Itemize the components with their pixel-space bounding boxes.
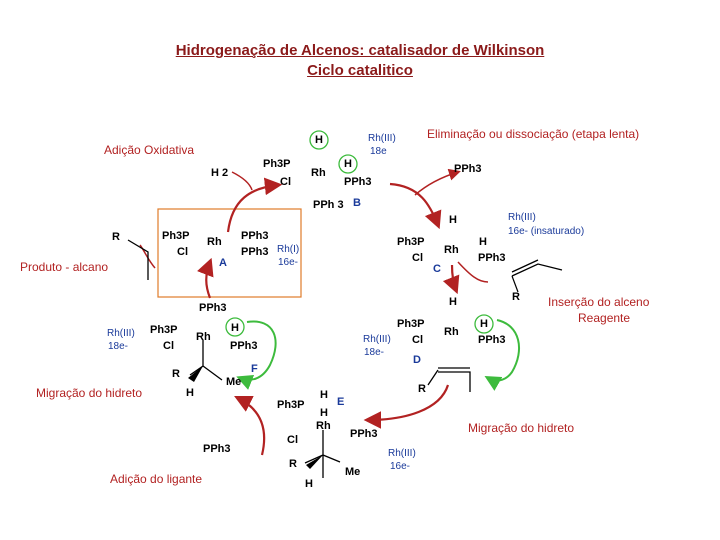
label-hydride-migration-right: Migração do hidreto [468,421,575,435]
alkene-d [427,367,471,392]
atom-h: H [449,296,457,308]
label-product: Produto - alcano [20,260,109,274]
species-letter-d: D [413,354,421,366]
atom-cl: Cl [163,340,174,352]
rh-state-a: Rh(I) [277,244,300,255]
atom-r: R [418,383,426,395]
ligand-pph3: PPh3 [241,246,269,258]
ligand-pph3: PPh3 [478,334,506,346]
electrons-d: 18e- [364,347,385,358]
species-letter-e: E [337,396,345,408]
arrow-b-to-c [389,182,442,230]
page-subtitle: Ciclo catalitico [307,62,413,79]
atom-h: H [305,478,313,490]
atom-h: H [186,387,194,399]
h-circle-f [225,317,245,337]
atom-cl: Cl [177,246,188,258]
label-ligand-addition: Adição do ligante [110,472,203,486]
h-circle-d [474,314,494,334]
rh-state-d: Rh(III) [363,334,391,345]
atom-h: H [320,389,328,401]
ligand-pph3: PPh 3 [313,199,344,211]
ligand-pph3: PPh3 [199,302,227,314]
atom-cl: Cl [287,434,298,446]
ligand-ph3p: Ph3P [397,318,425,330]
label-hydride-migration-left: Migração do hidreto [36,386,143,400]
ligand-pph3: PPh3 [241,230,269,242]
atom-cl: Cl [280,176,291,188]
metal-rh: Rh [207,236,222,248]
atom-r: R [172,368,180,380]
ligand-pph3: PPh3 [350,428,378,440]
ligand-ph3p: Ph3P [162,230,190,242]
species-letter-b: B [353,197,361,209]
green-arrow-f [236,320,277,390]
atom-cl: Cl [412,252,423,264]
label-alkene-insertion: Inserção do alceno [548,295,650,309]
metal-rh: Rh [196,331,211,343]
arrow-product-out [139,244,156,269]
atom-me: Me [345,466,361,478]
metal-rh: Rh [444,244,459,256]
electrons-b: 18e [370,146,387,157]
arrow-e-to-f [234,396,266,456]
label-reagent: Reagente [578,311,631,325]
atom-cl: Cl [412,334,423,346]
atom-r: R [112,231,120,243]
ligand-ph3p: Ph3P [397,236,425,248]
atom-h: H [449,214,457,226]
rh-state-f: Rh(III) [107,328,135,339]
page-title: Hidrogenação de Alcenos: catalisador de … [175,42,545,59]
species-letter-f: F [251,363,258,375]
ligand-ph3p: Ph3P [150,324,178,336]
catalyst-box [157,208,302,298]
arrow-f-to-a [197,257,214,299]
rh-state-c: Rh(III) [508,212,536,223]
atom-h: H [231,322,239,334]
atom-r: R [289,458,297,470]
rh-state-b: Rh(III) [368,133,396,144]
metal-rh: Rh [316,420,331,432]
ligand-ph3p: Ph3P [263,158,291,170]
ligand-pph3: PPh3 [478,252,506,264]
species-letter-a: A [219,257,227,269]
label-elimination: Eliminação ou dissociação (etapa lenta) [427,127,640,141]
electrons-f: 18e- [108,341,129,352]
ligand-pph3: PPh3 [230,340,258,352]
atom-me: Me [226,376,242,388]
atom-h: H [315,134,323,146]
arrow-pph3-out [414,168,461,196]
arrow-c-to-d [457,261,489,283]
green-arrow-d [484,319,520,391]
h-circle-b2 [338,154,358,174]
electrons-a: 16e- [278,257,299,268]
ligand-pph3: PPh3 [454,163,482,175]
arrow-h2-in [231,171,253,191]
metal-rh: Rh [311,167,326,179]
atom-h: H [320,407,328,419]
atom-r: R [512,291,520,303]
atom-h: H [480,318,488,330]
alkene-reagent [511,259,563,277]
atom-h: H [479,236,487,248]
rh-state-e: Rh(III) [388,448,416,459]
reagent-h2: H 2 [211,167,229,179]
ligand-ph3p: Ph3P [277,399,305,411]
alkane-product [127,239,149,280]
atom-h: H [344,158,352,170]
wedge-e [304,430,341,478]
label-oxidative-addition: Adição Oxidativa [104,143,195,157]
arrow-a-to-b [226,177,283,233]
ligand-pph3: PPh3 [344,176,372,188]
arrow-d-to-e [363,384,450,429]
species-letter-c: C [433,263,441,275]
electrons-c: 16e- (insaturado) [508,226,585,237]
ligand-pph3: PPh3 [203,443,231,455]
arrow-c-down [442,264,460,295]
h-circle-b1 [309,130,329,150]
electrons-e: 16e- [390,461,411,472]
metal-rh: Rh [444,326,459,338]
